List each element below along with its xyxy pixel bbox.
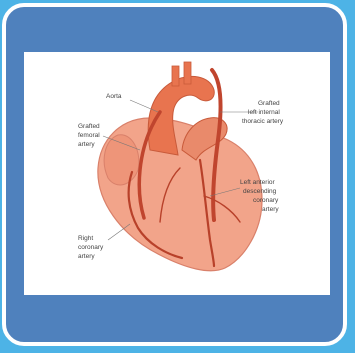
label-grafted-femoral-3: artery — [78, 141, 95, 148]
label-grafted-lita-3: thoracic artery — [242, 118, 284, 125]
label-aorta: Aorta — [106, 93, 122, 100]
right-atrium — [104, 135, 139, 185]
label-grafted-lita-2: left internal — [248, 109, 280, 116]
label-grafted-femoral-2: femoral — [78, 132, 100, 139]
label-lad-3: coronary — [253, 197, 279, 204]
label-rca-3: artery — [78, 253, 95, 260]
label-lad-4: artery — [262, 206, 279, 213]
label-grafted-femoral-1: Grafted — [78, 123, 100, 130]
label-lad-1: Left anterior — [240, 179, 276, 186]
aorta-branch-1 — [172, 66, 179, 86]
label-rca-1: Right — [78, 235, 93, 242]
label-rca-2: coronary — [78, 244, 104, 251]
aorta-branch-2 — [184, 62, 191, 84]
label-grafted-lita-1: Grafted — [258, 100, 280, 107]
label-lad-2: descending — [243, 188, 277, 195]
